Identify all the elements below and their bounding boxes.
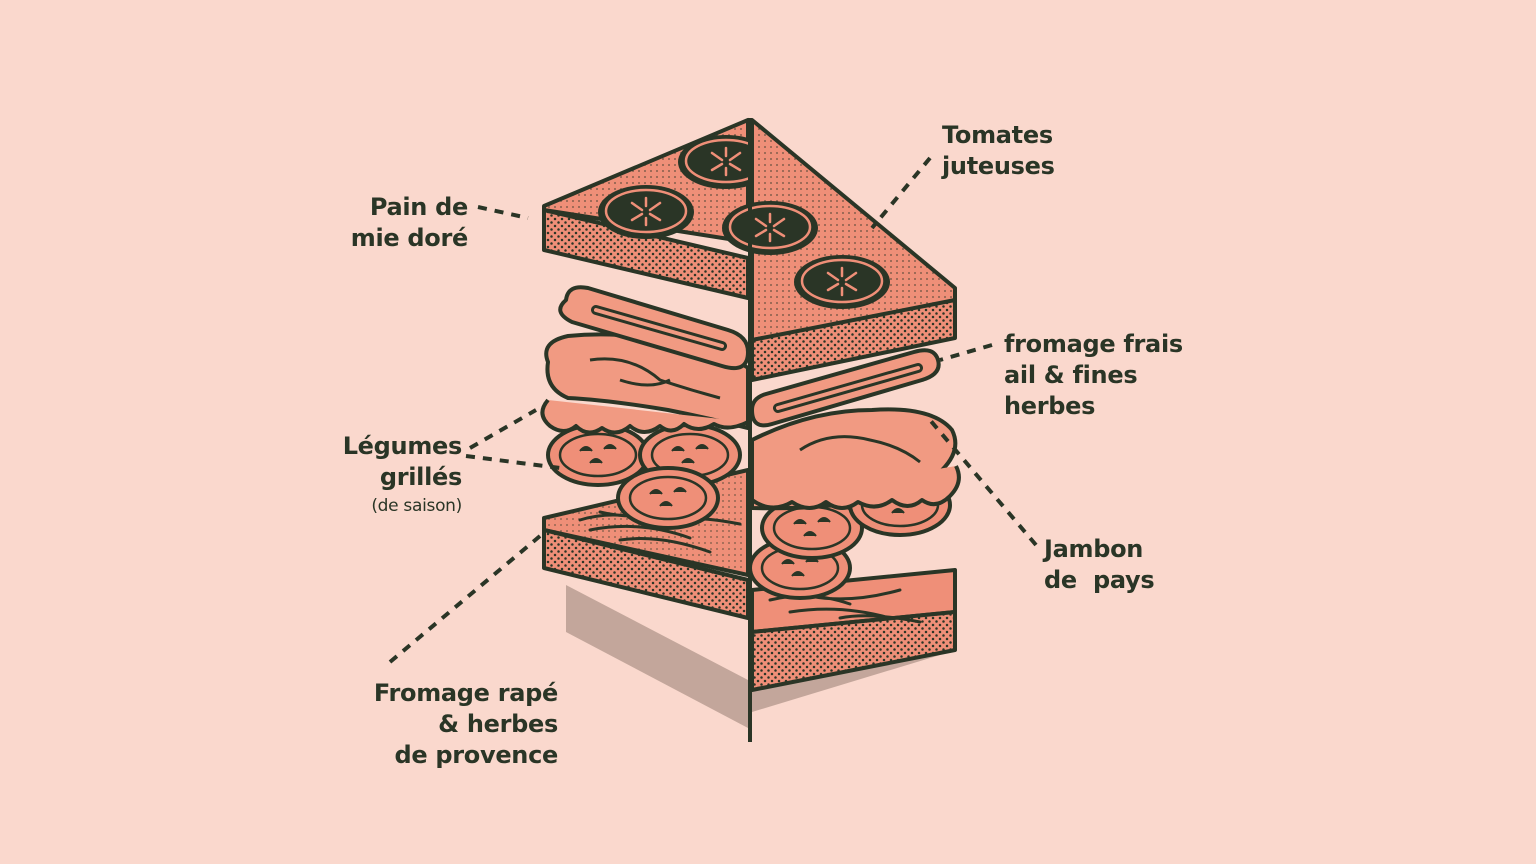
label-fromage-frais-line3: herbes: [1004, 392, 1096, 420]
label-fromage-rape-line1: Fromage rapé: [373, 679, 558, 707]
label-pain-line1: Pain de: [369, 193, 468, 221]
leader-fromage-rape: [388, 534, 542, 664]
label-tomates: Tomates juteuses: [942, 120, 1055, 182]
sandwich-left-half: [540, 118, 776, 620]
label-fromage-rape-line3: de provence: [394, 741, 558, 769]
label-pain-line2: mie doré: [350, 224, 469, 252]
leader-fromage-frais: [939, 343, 993, 362]
cream-cheese-right: [750, 348, 941, 428]
leader-jambon: [928, 418, 1038, 547]
label-legumes: Légumes grillés (de saison): [280, 431, 463, 519]
label-fromage-rape-line2: & herbes: [438, 710, 558, 738]
label-fromage-rape: Fromage rapé & herbes de provence: [300, 678, 558, 771]
label-pain-de-mie: Pain de mie doré: [300, 192, 469, 254]
leader-legumes-upper: [469, 408, 537, 450]
sandwich-right-half: [720, 118, 961, 692]
leader-legumes-lower: [465, 454, 561, 470]
label-fromage-frais-line2: ail & fines: [1004, 361, 1138, 389]
label-legumes-line1: Légumes: [342, 432, 463, 460]
ham-right: [750, 407, 961, 511]
leader-tomates: [870, 156, 932, 230]
label-tomates-line1: Tomates: [942, 121, 1053, 149]
label-jambon-line2: de pays: [1044, 566, 1155, 594]
label-legumes-line3: (de saison): [371, 496, 462, 516]
label-jambon-line1: Jambon: [1044, 535, 1144, 563]
label-fromage-frais: fromage frais ail & fines herbes: [1004, 329, 1183, 422]
label-jambon: Jambon de pays: [1044, 534, 1155, 596]
label-fromage-frais-line1: fromage frais: [1004, 330, 1183, 358]
top-bread-left: [542, 118, 776, 300]
leader-pain: [477, 205, 529, 220]
label-legumes-line2: grillés: [379, 463, 462, 491]
label-tomates-line2: juteuses: [942, 152, 1055, 180]
